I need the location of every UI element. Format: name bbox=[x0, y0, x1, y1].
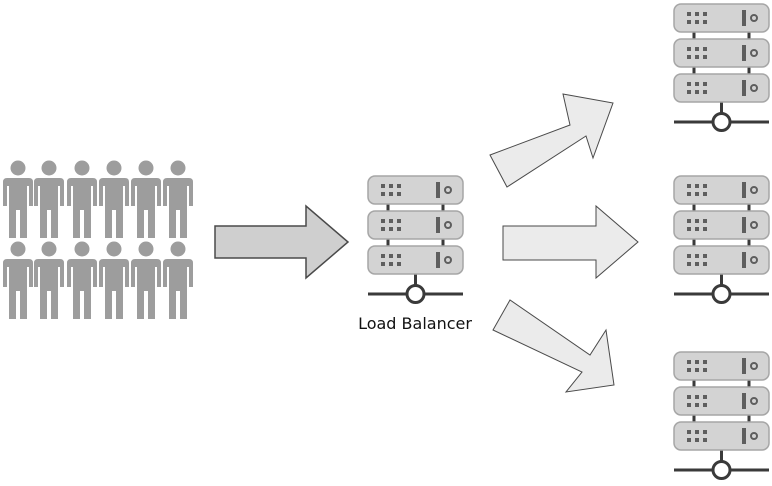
load-balancer-label: Load Balancer bbox=[358, 314, 472, 333]
backend-server-top bbox=[674, 4, 769, 131]
server-rack-icon bbox=[674, 4, 769, 131]
server-rack-icon bbox=[368, 176, 463, 303]
backend-server-bottom bbox=[674, 352, 769, 479]
users-group bbox=[3, 160, 193, 319]
server-rack-icon bbox=[674, 176, 769, 303]
backend-server-middle bbox=[674, 176, 769, 303]
arrow-down-right-icon bbox=[492, 299, 615, 393]
people-group-icon bbox=[3, 160, 193, 319]
arrow-right-branch-icon bbox=[502, 204, 639, 280]
load-balancer-server bbox=[368, 176, 463, 303]
server-rack-icon bbox=[674, 352, 769, 479]
arrow-right-icon bbox=[214, 204, 350, 280]
arrow-up-right-icon bbox=[489, 93, 614, 188]
